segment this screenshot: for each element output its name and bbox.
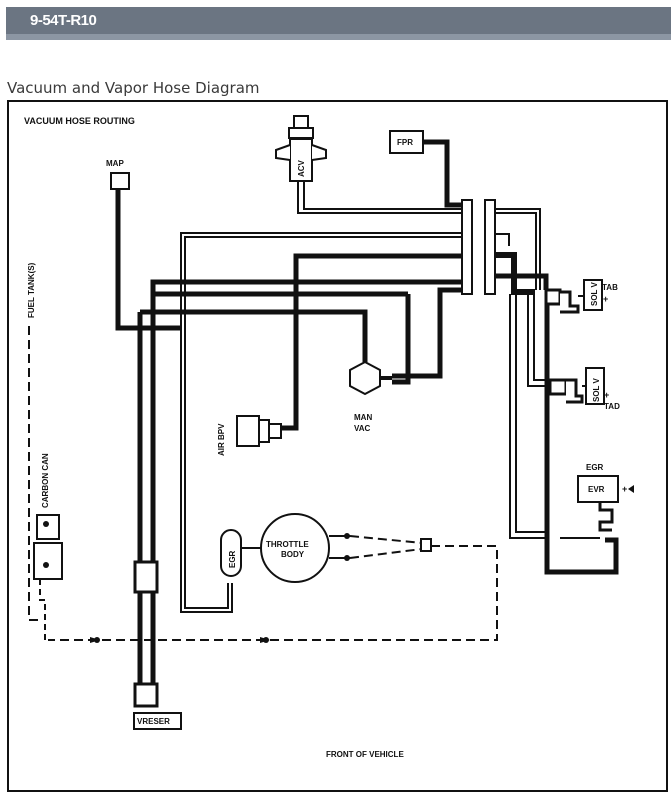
egr-hose-inner <box>184 236 462 609</box>
carbon-can-label: CARBON CAN <box>41 453 50 508</box>
air-bpv-hose <box>282 253 462 431</box>
right-hose-4 <box>495 273 549 290</box>
carbon-canister <box>33 514 63 580</box>
air-bpv-label: AIR BPV <box>217 423 226 456</box>
front-of-vehicle-label: FRONT OF VEHICLE <box>326 750 404 759</box>
egr-long-hose-b <box>515 294 545 533</box>
egr-thick-hose <box>544 316 619 575</box>
page-header: 9-54T-R10 <box>6 7 671 40</box>
man-vac-label-2: VAC <box>354 424 371 433</box>
evr-plus-icon: + <box>622 484 627 494</box>
fuel-tank-vapor-hose <box>28 326 39 621</box>
evr-fitting <box>598 502 614 532</box>
diagram-title: VACUUM HOSE ROUTING <box>24 116 135 126</box>
fuel-tanks-label: FUEL TANK(S) <box>27 262 36 318</box>
acv-hose <box>297 181 468 214</box>
right-hose-1 <box>495 212 537 290</box>
tab-plus-icon: + <box>603 294 608 304</box>
throttle-body <box>260 513 330 583</box>
right-hose-2 <box>495 233 510 246</box>
map-sensor <box>110 172 130 190</box>
evr-box <box>577 475 619 503</box>
manifold-hose-1 <box>150 279 462 560</box>
man-vac-hose-2 <box>392 294 411 385</box>
egr-valve <box>220 529 242 577</box>
vacuum-manifold-block <box>461 199 496 295</box>
egr-hose-outer <box>180 232 462 613</box>
sol-v-tad-solenoid <box>548 367 605 405</box>
throttle-body-label-2: BODY <box>281 550 305 559</box>
sol-v-1-label: SOL V <box>590 281 599 306</box>
sol-v-tab-solenoid <box>544 279 603 314</box>
throttle-vapor-fitting <box>420 538 432 552</box>
fpr-hose <box>423 139 468 208</box>
sol-v2-hose <box>527 294 550 387</box>
header-stripe <box>6 34 671 40</box>
air-bpv-valve <box>236 415 282 447</box>
vreser-upper-fitting <box>133 560 159 594</box>
vreser-box <box>133 712 182 730</box>
header-title: 9-54T-R10 <box>30 12 97 29</box>
man-vac-hose-3 <box>140 309 368 362</box>
man-vac-hose-1 <box>392 287 462 379</box>
throttle-vapor-hoses <box>349 535 423 559</box>
egr-label: EGR <box>586 463 604 472</box>
evr-label: EVR <box>588 485 605 494</box>
tad-plus-icon: + <box>604 390 609 400</box>
vapor-dashed-hose <box>48 545 498 641</box>
fpr-label: FPR <box>397 138 413 147</box>
tad-label: TAD <box>604 402 620 411</box>
egr-valve-label: EGR <box>228 550 237 568</box>
page-subtitle: Vacuum and Vapor Hose Diagram <box>7 79 260 97</box>
sol-v-2-label: SOL V <box>592 377 601 402</box>
throttle-body-label-1: THROTTLE <box>266 540 309 549</box>
map-label: MAP <box>106 159 124 168</box>
man-vac-fitting <box>349 360 381 396</box>
vreser-lower-fitting <box>133 682 159 708</box>
vreser-label: VRESER <box>137 717 170 726</box>
tab-label: TAB <box>602 283 618 292</box>
man-vac-label: MAN <box>354 413 372 422</box>
evr-arrow-icon <box>628 485 634 493</box>
map-hose <box>115 189 180 331</box>
right-hose-1b <box>495 208 541 290</box>
acv-hose-inner <box>303 181 468 210</box>
egr-long-hose <box>509 294 545 539</box>
acv-label: ACV <box>297 159 306 177</box>
acv-valve <box>275 115 327 182</box>
